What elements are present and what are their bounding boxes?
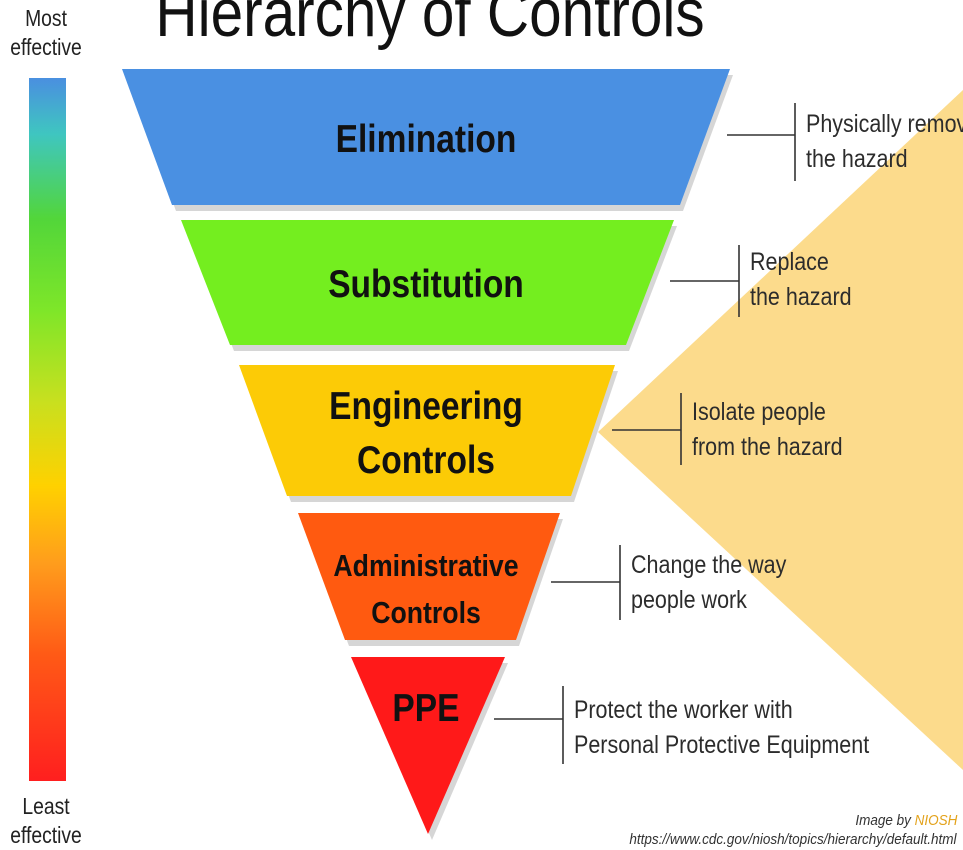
effectiveness-top-label: Most effective [7, 4, 84, 62]
tier-label-engineering-line-2: Controls [357, 439, 495, 482]
description-ppe: Protect the worker with Personal Protect… [574, 693, 869, 763]
image-credit-url: https://www.cdc.gov/niosh/topics/hierarc… [629, 831, 957, 848]
spotlight-highlight [598, 90, 963, 770]
connector-elimination [727, 103, 796, 181]
connector-substitution [670, 245, 740, 317]
tier-label-ppe: PPE [340, 684, 512, 734]
image-credit-source: NIOSH [914, 812, 957, 829]
description-administrative-line-2: people work [631, 586, 747, 614]
description-elimination-line-2: the hazard [806, 145, 908, 173]
tier-ppe [351, 657, 505, 834]
connector-ppe [494, 686, 564, 764]
description-engineering-line-1: Isolate people [692, 398, 826, 426]
description-ppe-line-1: Protect the worker with [574, 696, 793, 724]
tier-label-engineering-line-1: Engineering [329, 385, 523, 428]
pyramid-tiers [122, 69, 733, 840]
effectiveness-gradient-bar [29, 78, 66, 781]
tier-connectors [494, 103, 796, 764]
description-administrative-controls: Change the way people work [631, 548, 786, 618]
tier-label-elimination-line-1: Elimination [335, 118, 517, 161]
effectiveness-top-line-1: Most [25, 5, 67, 31]
effectiveness-bottom-label: Least effective [7, 792, 84, 850]
connector-administrative [551, 545, 621, 620]
tier-label-substitution: Substitution [254, 260, 598, 310]
tier-label-administrative-controls: Administrative Controls [254, 542, 598, 636]
description-engineering-line-2: from the hazard [692, 433, 843, 461]
tier-label-engineering-controls: Engineering Controls [254, 380, 598, 488]
description-substitution-line-1: Replace [750, 248, 829, 276]
page-title: Hierarchy of Controls [155, 0, 705, 51]
image-credit-prefix: Image by [854, 812, 915, 829]
tier-label-substitution-line-1: Substitution [328, 263, 524, 306]
description-elimination: Physically remove the hazard [806, 107, 963, 177]
tier-substitution [181, 220, 674, 345]
tier-administrative-controls [298, 513, 560, 640]
connector-engineering [612, 393, 682, 465]
description-substitution-line-2: the hazard [750, 283, 852, 311]
tier-engineering-controls [239, 365, 615, 496]
image-credit: Image by NIOSH [855, 812, 957, 829]
tier-label-administrative-line-2: Controls [371, 595, 481, 630]
tier-label-elimination: Elimination [254, 115, 598, 165]
tier-elimination [122, 69, 730, 205]
description-engineering-controls: Isolate people from the hazard [692, 395, 843, 465]
description-elimination-line-1: Physically remove [806, 110, 963, 138]
tier-label-ppe-line-1: PPE [392, 687, 460, 730]
description-substitution: Replace the hazard [750, 245, 852, 315]
effectiveness-bottom-line-2: effective [10, 822, 82, 848]
effectiveness-bottom-line-1: Least [22, 793, 70, 819]
effectiveness-top-line-2: effective [10, 34, 82, 60]
tier-label-administrative-line-1: Administrative [333, 548, 519, 583]
description-ppe-line-2: Personal Protective Equipment [574, 731, 870, 759]
description-administrative-line-1: Change the way [631, 551, 787, 579]
